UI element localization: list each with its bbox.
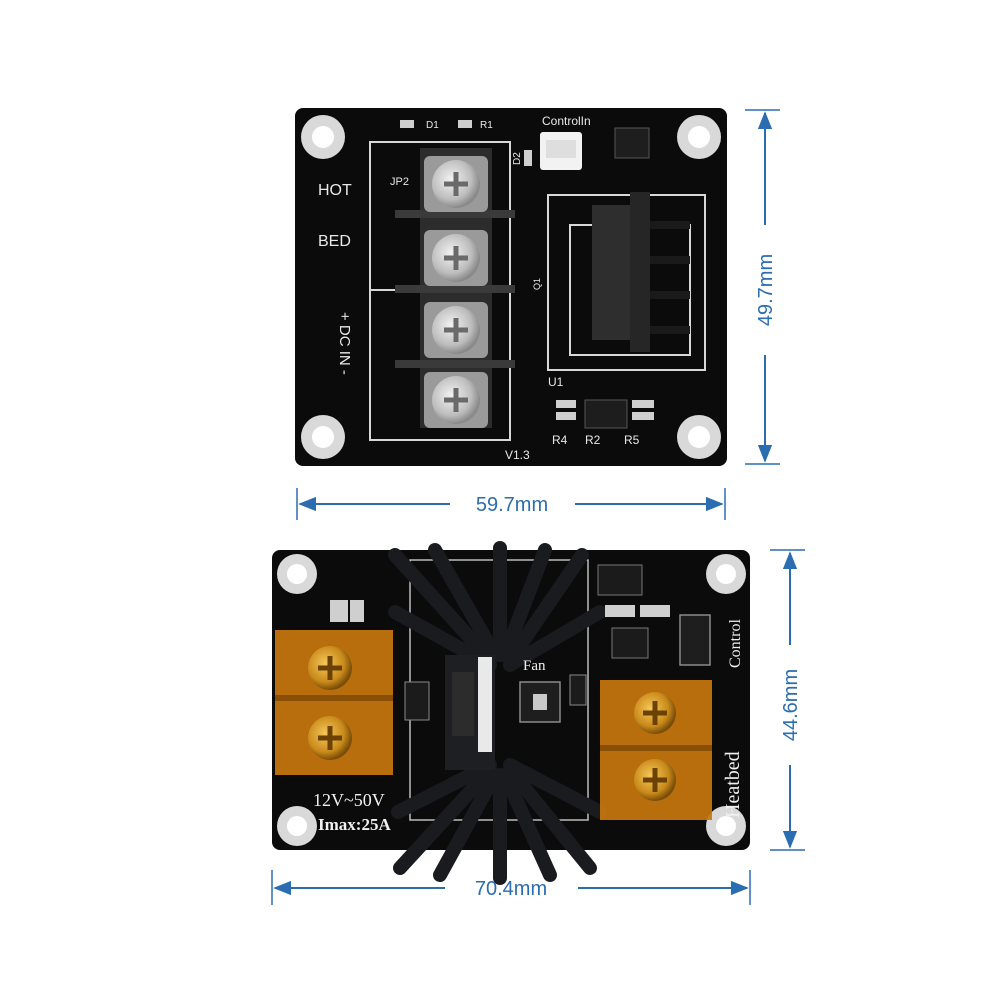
screw-terminal-icon (308, 646, 352, 760)
r4-label: R4 (552, 433, 568, 447)
bottom-height-label: 44.6mm (780, 669, 802, 741)
control-label: Control (727, 619, 744, 668)
u1-label: U1 (548, 375, 564, 389)
r2-label: R2 (585, 433, 601, 447)
version-label: V1.3 (505, 448, 530, 462)
bottom-width-label: 70.4mm (475, 878, 547, 900)
top-height-label: 49.7mm (755, 254, 777, 326)
bed-label: BED (318, 233, 351, 250)
screw-terminal-block-right (600, 680, 712, 820)
top-board: HOT BED + DC IN - JP2 D1 R1 D2 ControlIn… (295, 108, 727, 466)
r5-label: R5 (624, 433, 640, 447)
q1-label: Q1 (532, 278, 542, 290)
d2-label: D2 (512, 152, 523, 165)
screw-terminal-icon (634, 692, 676, 801)
voltage-label: 12V~50V (313, 790, 385, 810)
mounting-hole-icon (277, 554, 746, 846)
screw-terminal-block-left (275, 630, 393, 775)
jp2-label: JP2 (390, 176, 409, 188)
heatsink-icon (388, 541, 607, 885)
bottom-board: Fan 12V~50V Imax:25A Heatbed Control (272, 541, 750, 885)
imax-label: Imax:25A (318, 815, 391, 834)
hot-label: HOT (318, 182, 352, 199)
mounting-hole-icon (301, 115, 721, 459)
screw-terminal-icon (424, 156, 488, 428)
top-board-dimensions: 59.7mm 49.7mm (296, 109, 780, 520)
dc-in-label: + DC IN - (336, 312, 353, 375)
bottom-board-dimensions: 70.4mm 44.6mm (271, 549, 805, 905)
fan-label: Fan (523, 658, 546, 674)
r1-label: R1 (480, 120, 493, 131)
heatbed-label: Heatbed (722, 751, 744, 818)
control-in-label: ControlIn (542, 114, 591, 128)
d1-label: D1 (426, 120, 439, 131)
screw-terminal-block (395, 148, 515, 428)
top-width-label: 59.7mm (476, 494, 548, 516)
